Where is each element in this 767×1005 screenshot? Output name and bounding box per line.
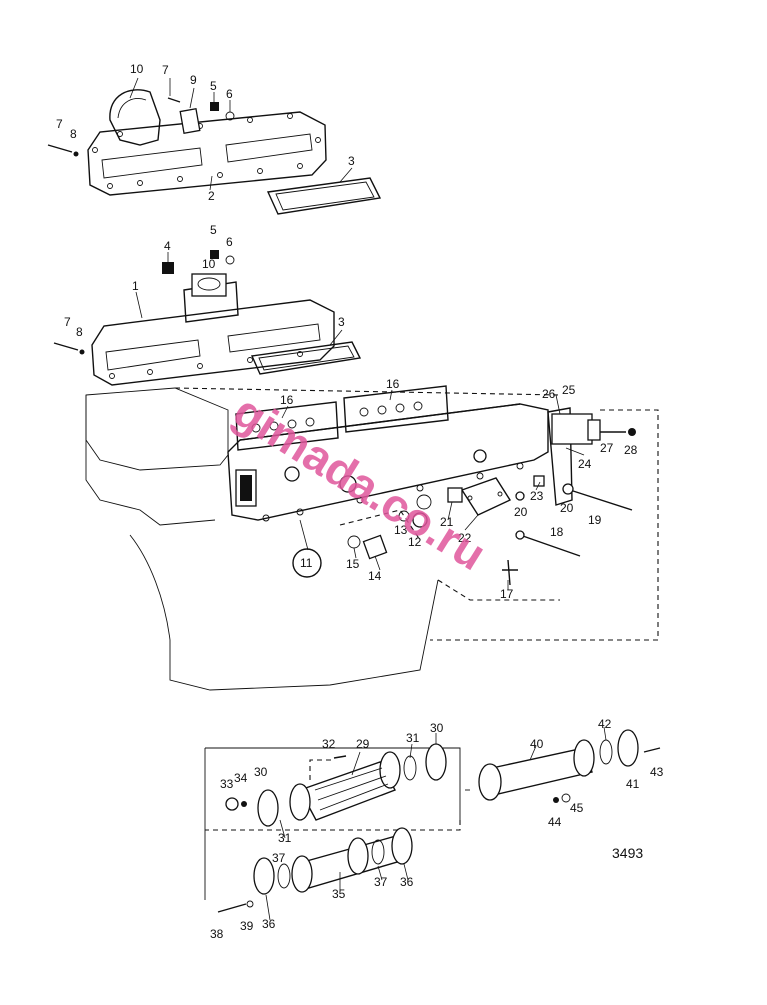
callout-c31b: 31: [278, 831, 292, 845]
callout-c23: 23: [530, 489, 544, 503]
callout-c39: 39: [240, 919, 254, 933]
callout-c5b: 5: [210, 223, 217, 237]
callout-c32: 32: [322, 737, 336, 751]
diagram-code: 3493: [612, 845, 643, 861]
pipe-40: [478, 729, 661, 803]
callout-c10a: 10: [130, 62, 144, 76]
callout-c8b: 8: [76, 325, 83, 339]
callout-c2: 2: [208, 189, 215, 203]
callout-c4: 4: [164, 239, 171, 253]
callout-c3a: 3: [348, 154, 355, 168]
callout-c3b: 3: [338, 315, 345, 329]
watermark-text: gimada.co.ru: [225, 384, 495, 580]
callout-c37b: 37: [374, 875, 388, 889]
callout-c28: 28: [624, 443, 638, 457]
callout-c37a: 37: [272, 851, 286, 865]
bracket-assembly: [502, 407, 636, 586]
callout-c8a: 8: [70, 127, 77, 141]
callout-c11: 11: [300, 556, 313, 570]
callout-c25: 25: [562, 383, 576, 397]
callout-labels: 10 7 9 5 6 7 8 2 3 4 5 6 10 1 7 8 3 16 1…: [56, 62, 664, 941]
callout-c35: 35: [332, 887, 346, 901]
callout-c45: 45: [570, 801, 584, 815]
callout-c34: 34: [234, 771, 248, 785]
callout-c26: 26: [542, 387, 556, 401]
callout-c13: 13: [394, 523, 408, 537]
callout-c38: 38: [210, 927, 224, 941]
callout-c41: 41: [626, 777, 640, 791]
callout-c42: 42: [598, 717, 612, 731]
callout-c16b: 16: [386, 377, 400, 391]
callout-c43: 43: [650, 765, 664, 779]
callout-c7b: 7: [56, 117, 63, 131]
callout-c6b: 6: [226, 235, 233, 249]
callout-c16a: 16: [280, 393, 294, 407]
callout-c7c: 7: [64, 315, 71, 329]
callout-c12: 12: [408, 535, 422, 549]
exhaust-manifold-main: [227, 403, 549, 560]
pipe-29: [225, 743, 447, 827]
callout-circle-11: [292, 548, 322, 578]
callout-c9: 9: [190, 73, 197, 87]
callout-c21: 21: [440, 515, 454, 529]
callout-c36a: 36: [400, 875, 414, 889]
engine-block-outline: [85, 387, 659, 691]
callout-c27: 27: [600, 441, 614, 455]
gasket-upper: [266, 177, 382, 215]
callout-c36b: 36: [262, 917, 276, 931]
callout-c31a: 31: [406, 731, 420, 745]
callout-c44: 44: [548, 815, 562, 829]
pipe-assembly-frame: [204, 747, 470, 900]
callout-c14: 14: [368, 569, 382, 583]
callout-c24: 24: [578, 457, 592, 471]
callout-c10b: 10: [202, 257, 216, 271]
callout-c40: 40: [530, 737, 544, 751]
callout-c30b: 30: [254, 765, 268, 779]
callout-c20a: 20: [560, 501, 574, 515]
leader-lines: [129, 77, 607, 921]
callout-c7a: 7: [162, 63, 169, 77]
callout-c33: 33: [220, 777, 234, 791]
upper-manifold: [47, 89, 327, 196]
callout-c19: 19: [588, 513, 602, 527]
callout-c1: 1: [132, 279, 139, 293]
pipe-35: [217, 827, 413, 913]
gasket-lower: [250, 341, 362, 375]
callout-c18: 18: [550, 525, 564, 539]
callout-c15: 15: [346, 557, 360, 571]
exhaust-gaskets: [235, 385, 449, 451]
callout-c17: 17: [500, 587, 514, 601]
callout-c29: 29: [356, 737, 370, 751]
lower-manifold: [53, 250, 335, 386]
callout-c30a: 30: [430, 721, 444, 735]
callout-c20b: 20: [514, 505, 528, 519]
callout-c6a: 6: [226, 87, 233, 101]
callout-c5a: 5: [210, 79, 217, 93]
callout-c22: 22: [458, 531, 472, 545]
